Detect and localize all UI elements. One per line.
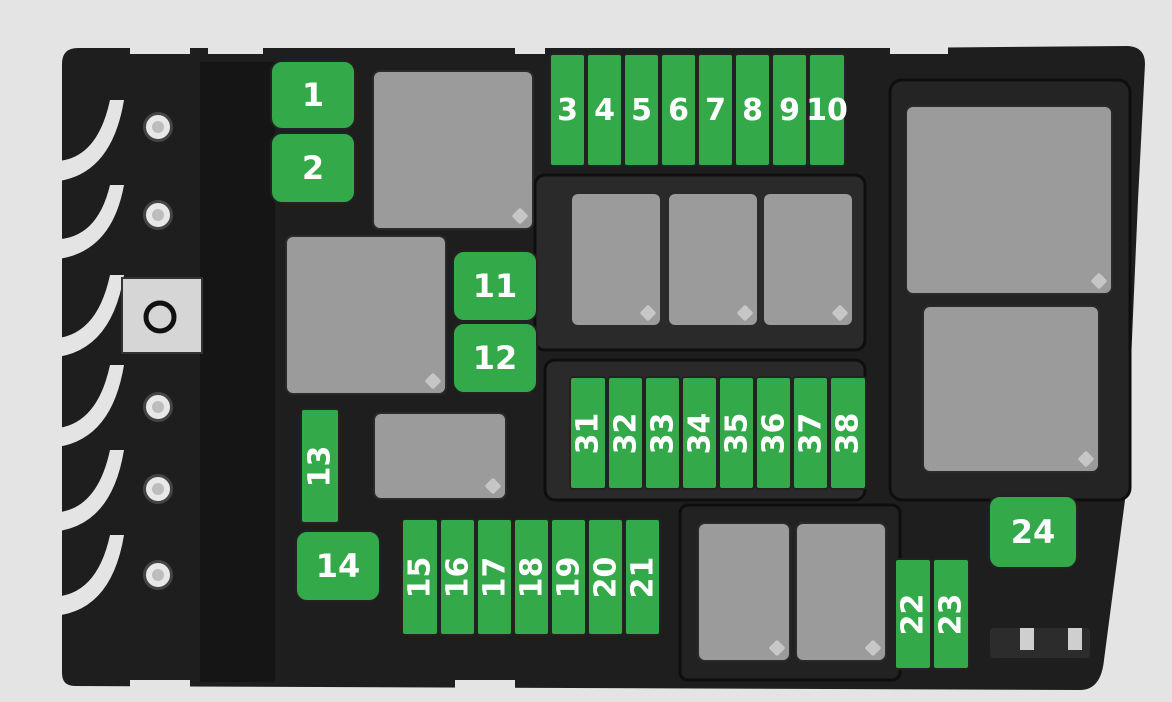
fuse-19[interactable]: 19 — [550, 518, 587, 636]
fuse-label: 22 — [895, 593, 931, 635]
fuse-1[interactable]: 1 — [270, 60, 356, 130]
fuse-36[interactable]: 36 — [755, 376, 792, 490]
fuse-label: 5 — [631, 92, 652, 128]
relay — [762, 192, 854, 327]
terminal-stud — [143, 200, 173, 230]
fuse-label: 13 — [302, 445, 338, 487]
fuse-label: 32 — [608, 412, 643, 454]
fuse-20[interactable]: 20 — [587, 518, 624, 636]
fuse-9[interactable]: 9 — [771, 53, 808, 167]
relay — [922, 305, 1100, 473]
fuse-label: 14 — [315, 547, 361, 585]
fuse-33[interactable]: 33 — [644, 376, 681, 490]
fuse-3[interactable]: 3 — [549, 53, 586, 167]
fuse-14[interactable]: 14 — [295, 530, 381, 602]
fuse-8[interactable]: 8 — [734, 53, 771, 167]
fuse-label: 17 — [477, 556, 512, 598]
fuse-label: 16 — [440, 556, 475, 598]
fuse-34[interactable]: 34 — [681, 376, 718, 490]
fuse-label: 11 — [472, 267, 518, 305]
fuse-16[interactable]: 16 — [439, 518, 476, 636]
fuse-38[interactable]: 38 — [829, 376, 867, 490]
relay — [373, 412, 507, 500]
fuse-label: 15 — [402, 556, 438, 598]
fuse-label: 19 — [551, 556, 586, 598]
fuse-31[interactable]: 31 — [569, 376, 607, 490]
fuse-10[interactable]: 10 — [806, 53, 848, 167]
fuse-12[interactable]: 12 — [452, 322, 538, 394]
fuse-label: 4 — [594, 92, 615, 128]
fuse-15[interactable]: 15 — [401, 518, 439, 636]
fuse-label: 37 — [793, 412, 828, 454]
relay — [285, 235, 447, 395]
fuse-label: 34 — [682, 412, 717, 454]
fuse-5[interactable]: 5 — [623, 53, 660, 167]
fuse-6[interactable]: 6 — [660, 53, 697, 167]
fuse-label: 20 — [588, 556, 623, 598]
fuse-17[interactable]: 17 — [476, 518, 513, 636]
fuse-label: 2 — [301, 149, 325, 187]
fuse-label: 12 — [472, 339, 518, 377]
fuse-37[interactable]: 37 — [792, 376, 829, 490]
fuse-label: 7 — [705, 92, 726, 128]
relay — [905, 105, 1113, 295]
fuse-11[interactable]: 11 — [452, 250, 538, 322]
fuse-label: 10 — [806, 92, 848, 128]
fuse-label: 23 — [933, 593, 969, 635]
fuse-21[interactable]: 21 — [624, 518, 661, 636]
terminal-stud — [143, 560, 173, 590]
fuse-13[interactable]: 13 — [300, 408, 340, 524]
fuse-label: 35 — [719, 412, 754, 454]
fuse-18[interactable]: 18 — [513, 518, 550, 636]
fuse-label: 3 — [557, 92, 578, 128]
terminal-stud — [143, 474, 173, 504]
fuse-label: 31 — [570, 412, 606, 454]
fuse-2[interactable]: 2 — [270, 132, 356, 204]
fuse-24[interactable]: 24 — [988, 495, 1078, 569]
fuse-label: 6 — [668, 92, 689, 128]
fuse-4[interactable]: 4 — [586, 53, 623, 167]
fuse-label: 9 — [779, 92, 800, 128]
relay — [372, 70, 534, 230]
fuse-label: 1 — [301, 76, 325, 114]
fuse-35[interactable]: 35 — [718, 376, 755, 490]
relay — [570, 192, 662, 327]
fuse-7[interactable]: 7 — [697, 53, 734, 167]
fuse-23[interactable]: 23 — [932, 558, 970, 670]
relay — [795, 522, 887, 662]
relay — [667, 192, 759, 327]
fuse-label: 21 — [625, 556, 660, 598]
fuse-label: 36 — [756, 412, 791, 454]
fuse-32[interactable]: 32 — [607, 376, 644, 490]
fuse-label: 38 — [830, 412, 866, 454]
relay — [697, 522, 791, 662]
terminal-stud — [143, 112, 173, 142]
fuse-label: 33 — [645, 412, 680, 454]
fuse-label: 18 — [514, 556, 549, 598]
fuse-label: 24 — [1010, 513, 1056, 551]
fuse-22[interactable]: 22 — [894, 558, 932, 670]
terminal-stud — [143, 392, 173, 422]
fuse-label: 8 — [742, 92, 763, 128]
